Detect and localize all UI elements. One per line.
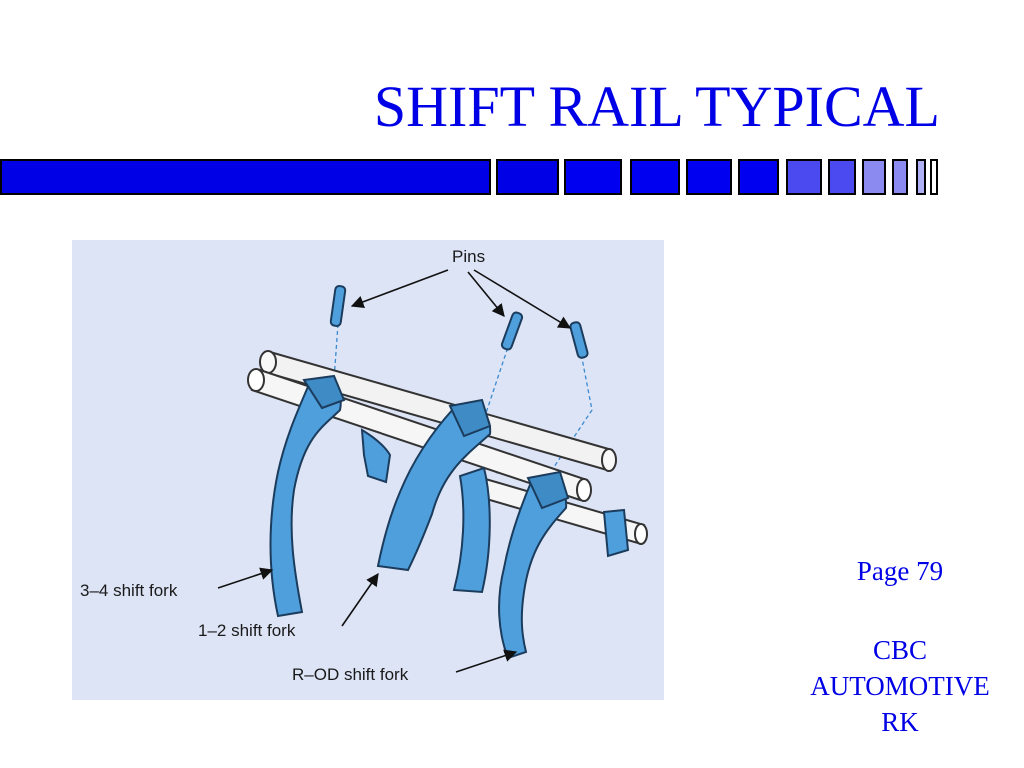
bar-segment: [496, 159, 559, 195]
bar-segment: [786, 159, 822, 195]
bar-segment: [0, 159, 491, 195]
bar-segment: [564, 159, 622, 195]
credit-line: CBC: [872, 635, 928, 665]
label-fork-3-4: 3–4 shift fork: [80, 581, 178, 600]
bar-segment: [630, 159, 680, 195]
rail-back: [259, 350, 617, 472]
bar-segment: [828, 159, 856, 195]
label-fork-1-2: 1–2 shift fork: [198, 621, 296, 640]
shift-fork-r-od: [498, 470, 630, 660]
credit-line: RK: [881, 707, 919, 737]
page-reference: Page 79: [856, 556, 944, 586]
credit-block: CBC AUTOMOTIVE RK: [780, 632, 1020, 740]
bar-segment: [686, 159, 732, 195]
shift-fork-1-2: [376, 398, 492, 594]
bar-segment: [930, 159, 938, 195]
pins: [329, 285, 589, 359]
label-pins: Pins: [452, 247, 485, 266]
bar-segment: [738, 159, 779, 195]
bar-segment: [892, 159, 908, 195]
label-fork-r-od: R–OD shift fork: [292, 665, 409, 684]
credit-line: AUTOMOTIVE: [810, 671, 990, 701]
decorative-bar: [0, 159, 1024, 195]
bar-segment: [862, 159, 886, 195]
shift-fork-3-4: [269, 374, 392, 618]
shift-rail-figure: Pins 3–4 shift fork 1–2 shift fork R–OD …: [72, 240, 664, 700]
slide-title: SHIFT RAIL TYPICAL: [373, 74, 940, 139]
bar-segment: [916, 159, 926, 195]
